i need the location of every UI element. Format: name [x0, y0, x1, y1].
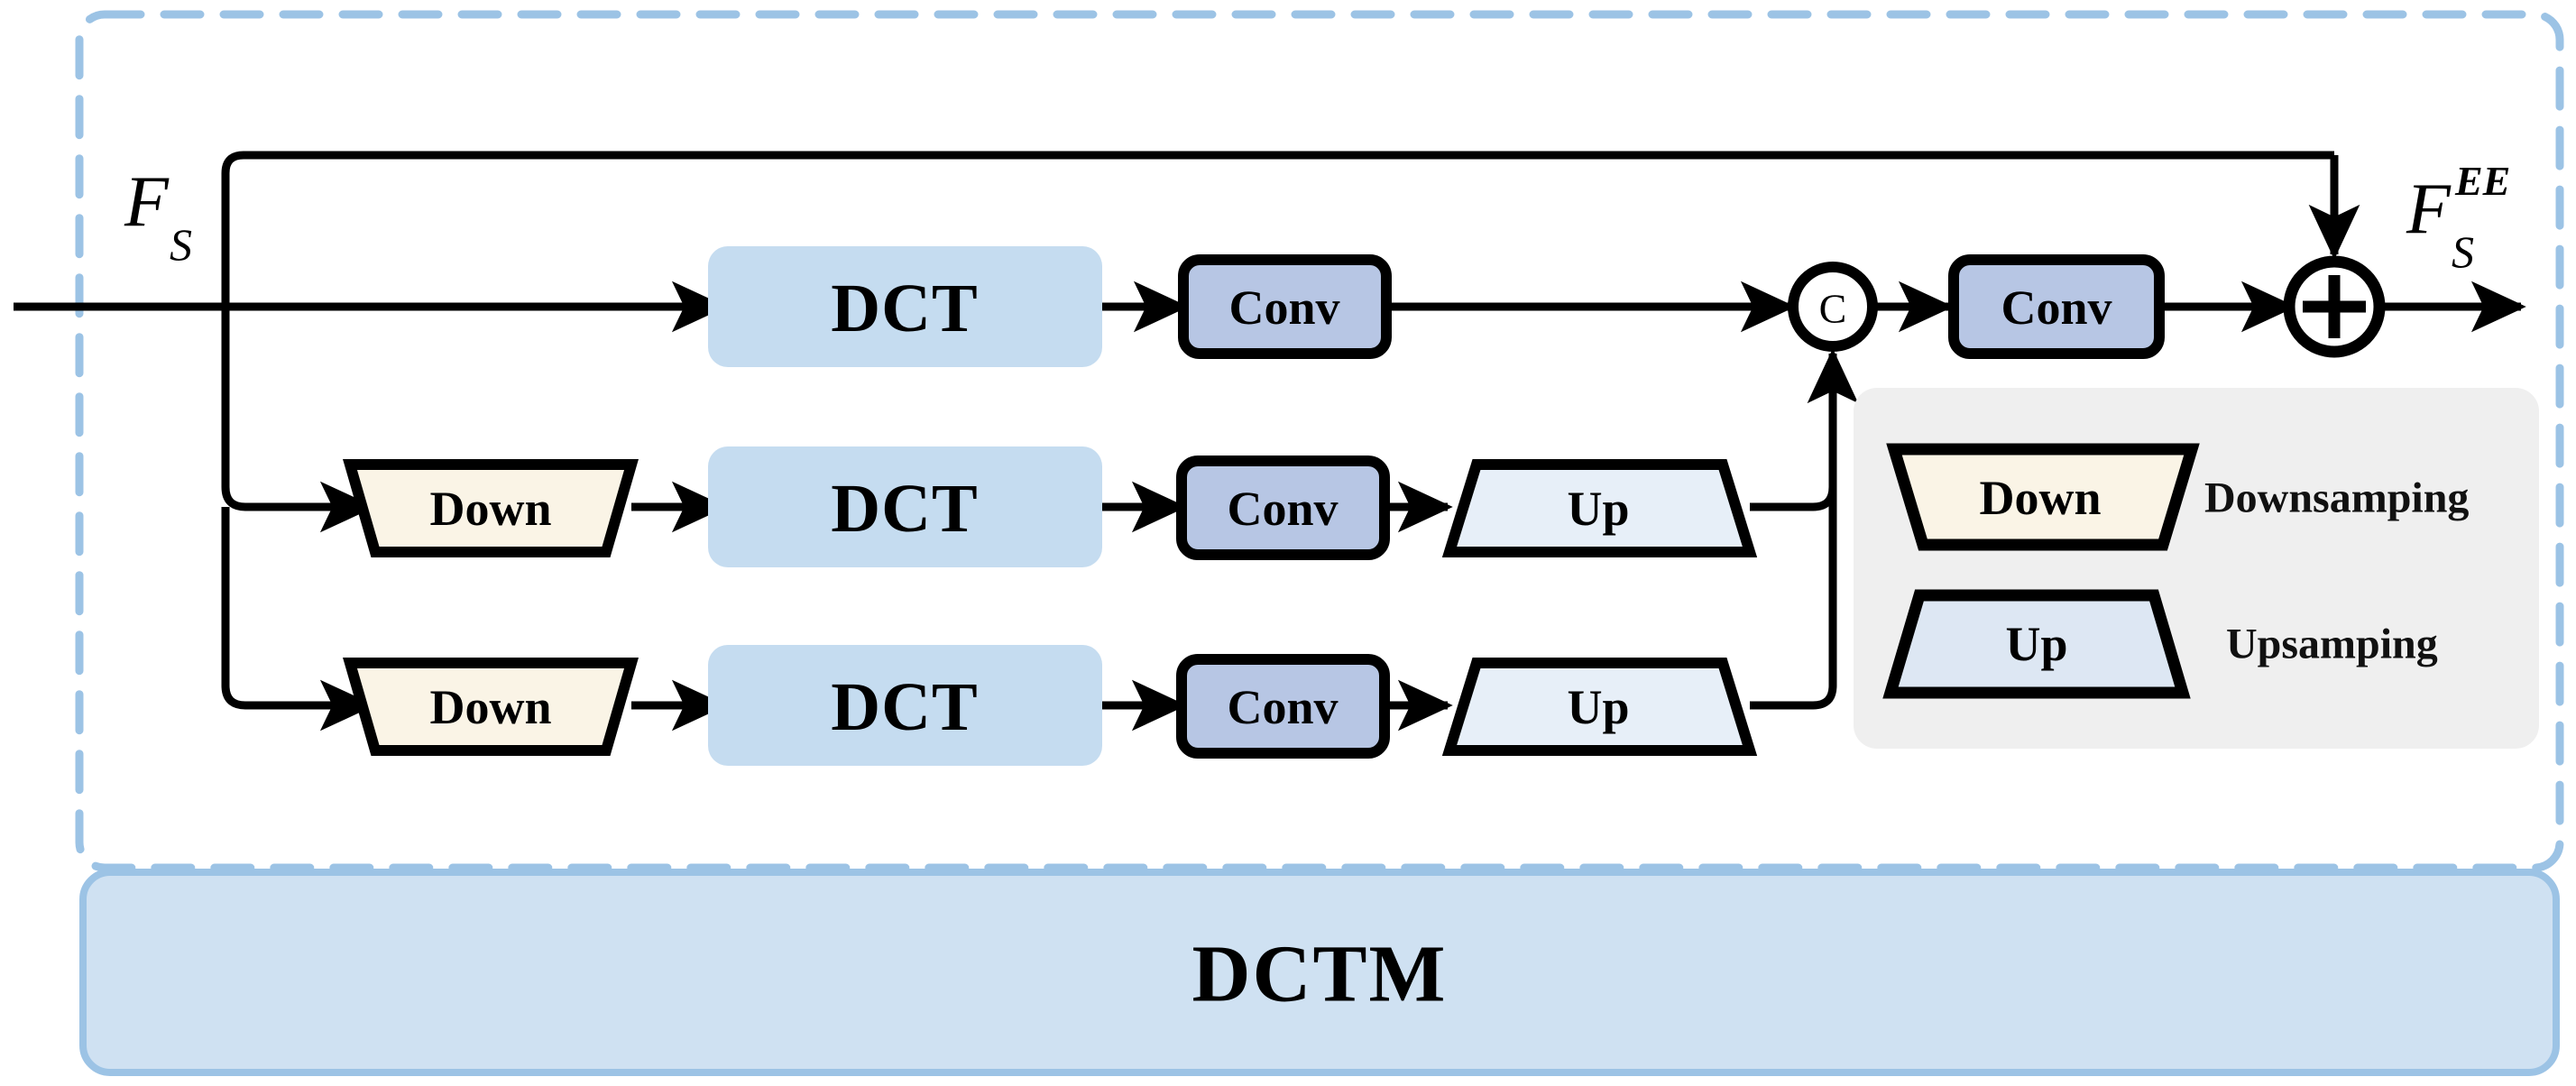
legend-item-upsampling: Up Upsamping: [1882, 589, 2438, 699]
legend-up-trapezoid-icon: [1882, 589, 2191, 699]
row2-dct-block[interactable]: DCT: [708, 446, 1102, 567]
row3-down-label: Down: [429, 680, 551, 734]
legend-down-shape-label: Down: [1979, 471, 2101, 525]
tail-conv-label: Conv: [2001, 281, 2111, 335]
row3-up-label: Up: [1567, 680, 1629, 734]
row3-conv-block[interactable]: Conv: [1176, 654, 1390, 759]
row1-dct-block[interactable]: DCT: [708, 246, 1102, 367]
legend-up-shape-label: Up: [2005, 617, 2067, 671]
output-feature-label: F S EE: [2406, 158, 2510, 277]
row2-conv-label: Conv: [1227, 482, 1338, 536]
row2-up-label: Up: [1567, 482, 1629, 536]
module-dashed-boundary: [75, 10, 2564, 872]
add-plus-glyph: [2303, 275, 2366, 338]
tail-conv-block[interactable]: Conv: [1948, 254, 2165, 359]
connection-lines: [14, 151, 2526, 732]
row3-dct-block[interactable]: DCT: [708, 645, 1102, 766]
output-label-base: F: [2406, 170, 2452, 249]
legend-down-trapezoid-icon: [1886, 443, 2200, 551]
spine-down-branch: [221, 307, 361, 511]
legend-upsampling-description: Upsamping: [2226, 621, 2438, 668]
row3-up-to-concat-line: [1750, 388, 1837, 710]
concat-operator[interactable]: C: [1788, 262, 1878, 352]
legend-downsampling-description: Downsamping: [2204, 474, 2469, 522]
row3-up-block[interactable]: Up: [1441, 658, 1758, 756]
input-feature-label: F S: [124, 162, 192, 270]
concat-symbol: C: [1819, 286, 1847, 332]
row1-dct-label: DCT: [831, 271, 978, 346]
row1-conv-block[interactable]: Conv: [1178, 254, 1392, 359]
legend-panel: Down Downsamping Up Upsamping: [1854, 388, 2539, 749]
row1-conv-label: Conv: [1228, 281, 1339, 335]
row3-dct-label: DCT: [831, 669, 978, 745]
dctm-module-bar: DCTM: [79, 869, 2560, 1076]
row2-up-block[interactable]: Up: [1441, 459, 1758, 557]
row2-dct-label: DCT: [831, 471, 978, 547]
output-label-subscript: S: [2452, 226, 2474, 277]
row3-conv-label: Conv: [1227, 680, 1338, 734]
row3-down-block[interactable]: Down: [343, 658, 639, 756]
row2-down-label: Down: [429, 482, 551, 536]
spine-down-branch-2: [221, 507, 361, 710]
row2-down-block[interactable]: Down: [343, 459, 639, 557]
row2-up-to-concat-line: [1750, 379, 1837, 511]
row2-conv-block[interactable]: Conv: [1176, 456, 1390, 560]
dctm-module-label: DCTM: [1192, 930, 1448, 1019]
fanout-spine: [221, 151, 2334, 307]
add-operator[interactable]: [2283, 255, 2386, 358]
legend-item-downsampling: Down Downsamping: [1886, 443, 2469, 551]
input-label-subscript: S: [170, 219, 192, 270]
output-label-superscript: EE: [2454, 158, 2510, 204]
input-label-base: F: [124, 162, 170, 242]
